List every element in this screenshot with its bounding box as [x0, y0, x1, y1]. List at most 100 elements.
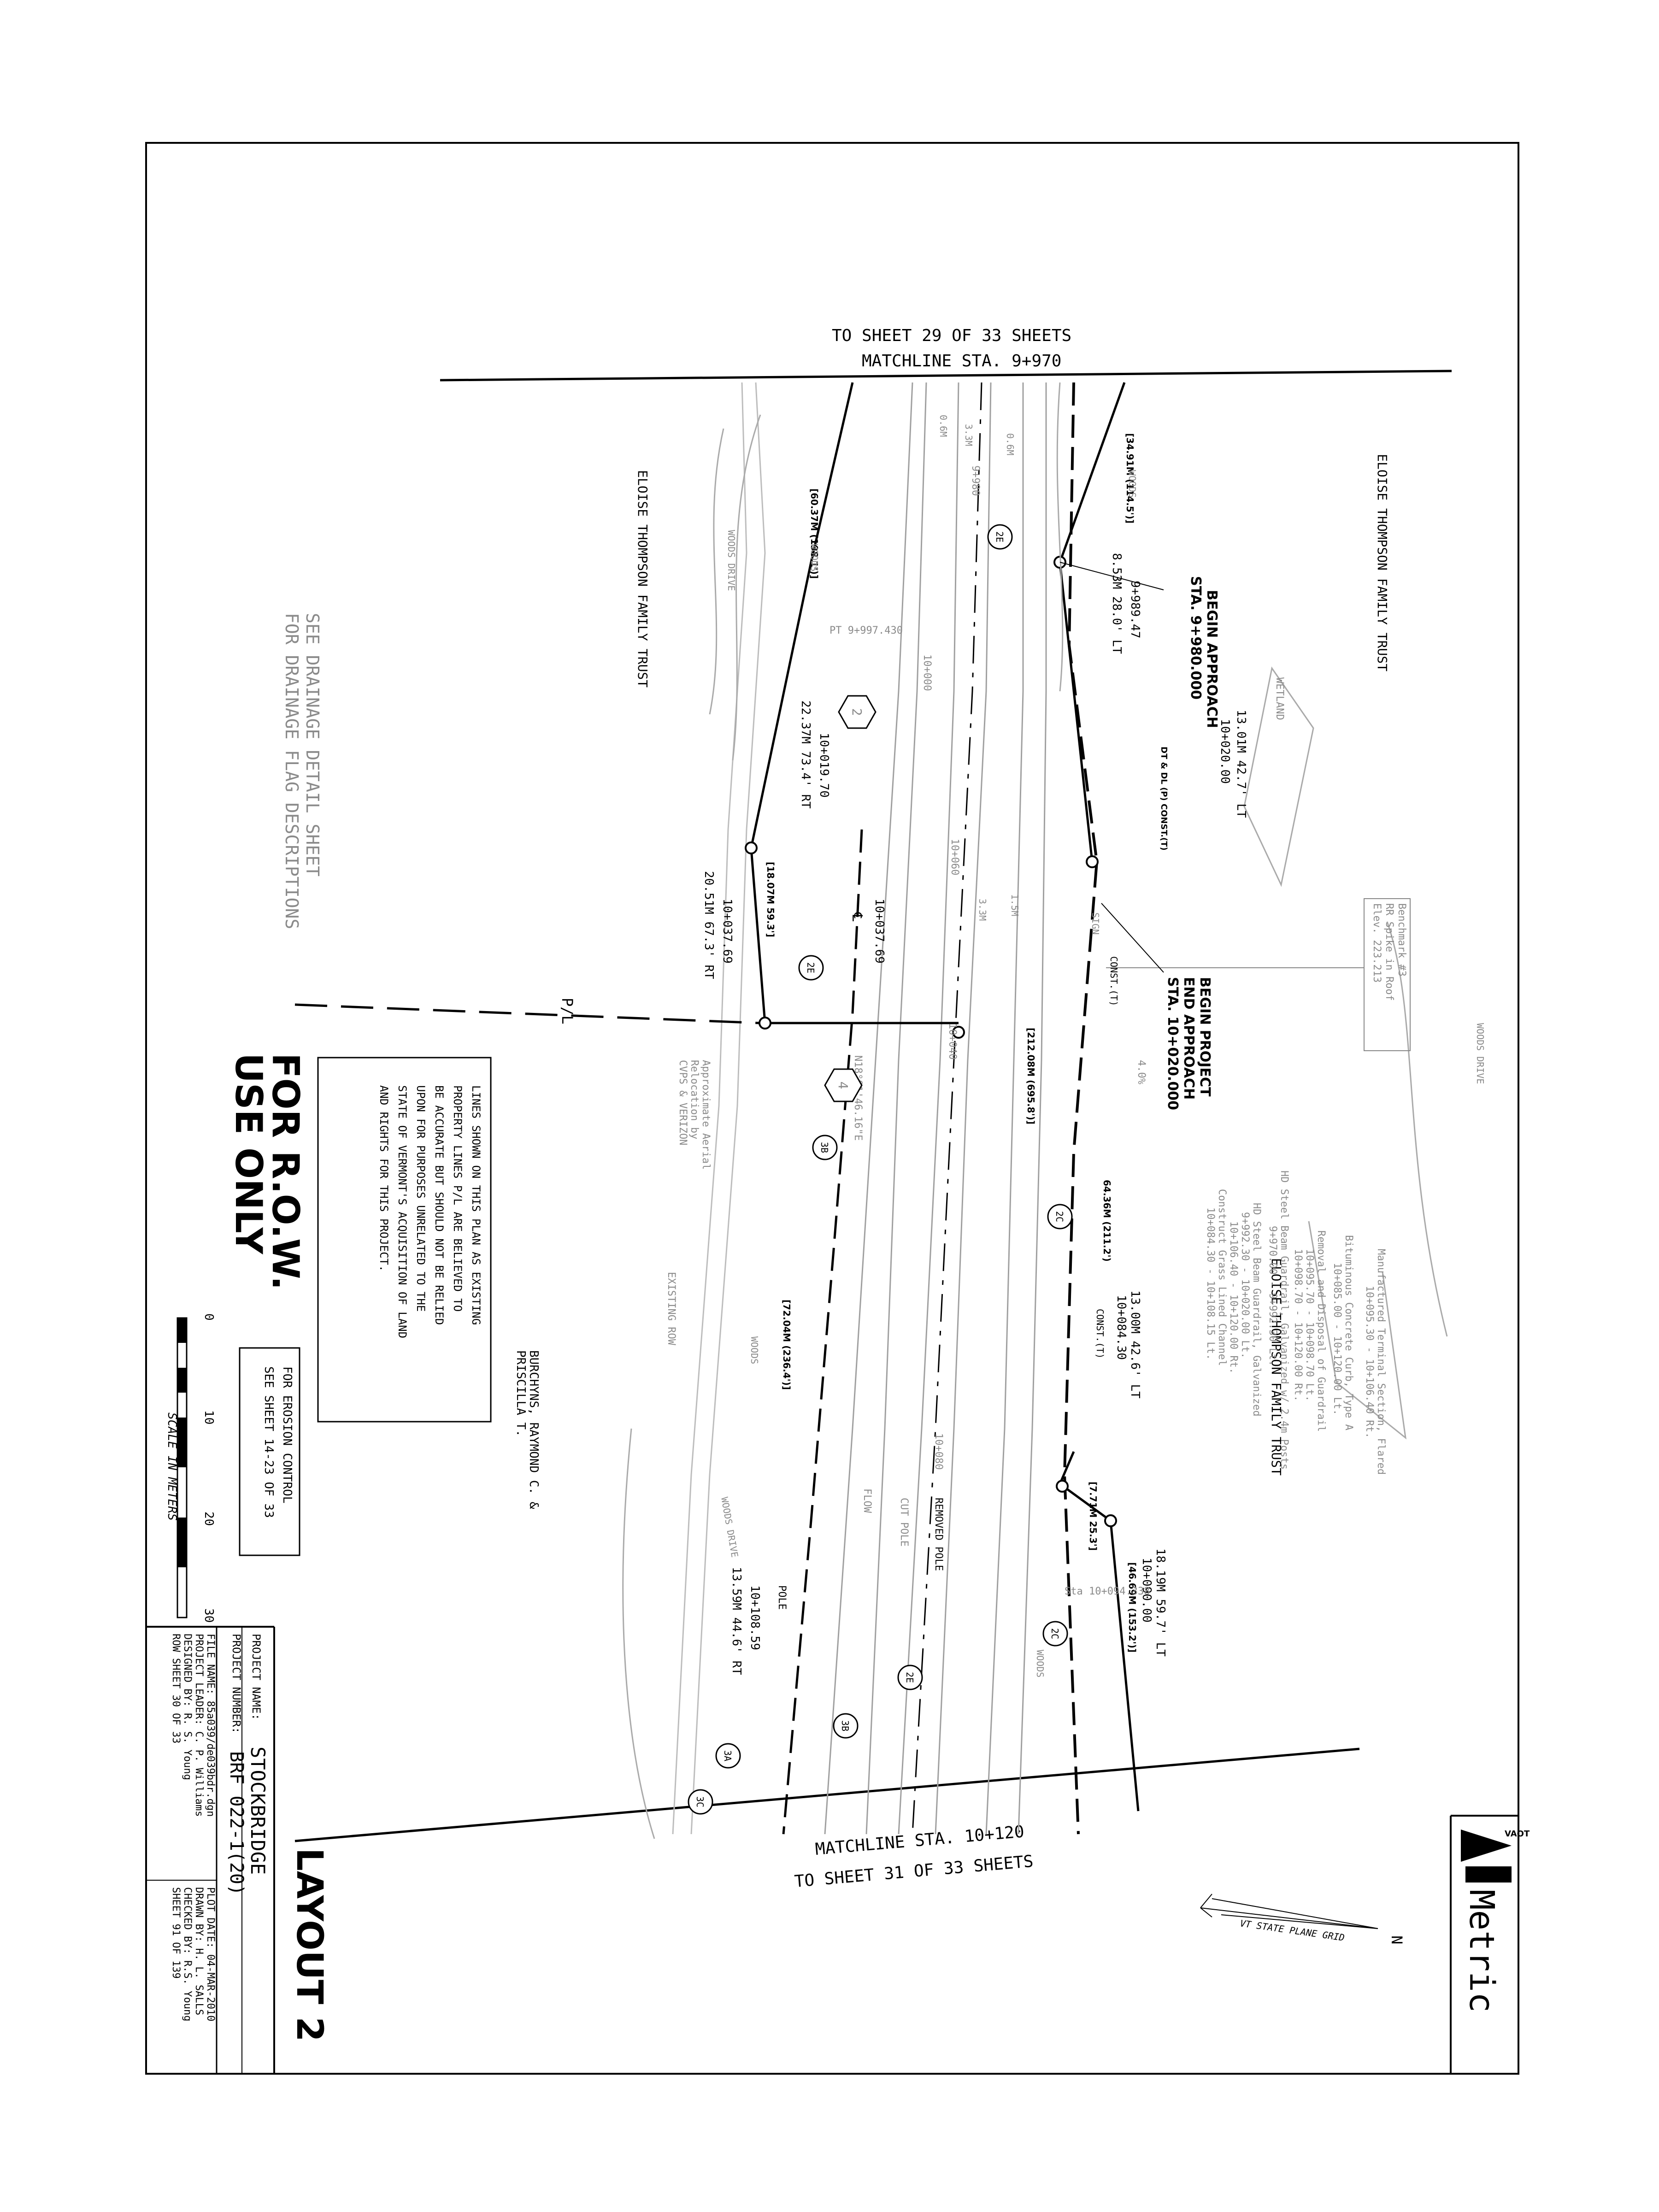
north-arrow: VT STATE PLANE GRID N — [1200, 1894, 1406, 1944]
station-label: 9+980 — [970, 465, 981, 496]
begin-project-2: END APPROACH — [1181, 977, 1197, 1100]
sheet-title: LAYOUT 2 — [288, 1848, 330, 2042]
project-name-label: PROJECT NAME: — [250, 1634, 263, 1720]
owner-west-top: ELOISE THOMPSON FAMILY TRUST — [635, 470, 650, 688]
cut-pole-label: CUT POLE — [898, 1498, 910, 1547]
flag-3b: 3B — [819, 1142, 830, 1153]
removed-pole-label: REMOVED POLE — [933, 1498, 944, 1571]
sheet-border — [145, 142, 1519, 2075]
flag-2e: 2E — [904, 1672, 915, 1683]
aerial-label: CVPS & VERIZON — [677, 1060, 688, 1145]
row-label: 13.01M 42.7' LT — [1234, 710, 1248, 818]
items-note-line: Manufactured Terminal Section, Flared — [1375, 1249, 1387, 1475]
row-label: 9+989.47 — [1128, 581, 1142, 638]
const-label: CONST.(T) — [1108, 956, 1119, 1006]
const-label: CONST.(T) — [1094, 1309, 1106, 1359]
flag-3b: 3B — [840, 1720, 851, 1731]
erosion-note-1: FOR EROSION CONTROL — [280, 1366, 294, 1503]
row-label: 10+090.00 — [1140, 1558, 1153, 1623]
items-note-line: 10+084.30 - 10+108.15 Lt. — [1205, 1207, 1216, 1360]
brand-text: Metric — [1462, 1889, 1501, 2012]
items-note-line: 10+106.40 - 10+120.00 Rt. — [1228, 1221, 1239, 1374]
aerial-label: Relocation by — [688, 1060, 700, 1139]
row-label: 10+037.69 — [720, 899, 734, 964]
drainage-flag-labels: 2E 2E 2E 2C 2C 3B 3B 3A 3C 2 4 — [694, 531, 1065, 1807]
woods-label: WOODS — [809, 544, 820, 571]
row-labels: [34.91M (114.5')] 8.53M 28.0' LT 9+989.4… — [702, 433, 1248, 1675]
flag-hex-2: 2 — [849, 708, 865, 716]
row-label: PT 9+997.430 — [830, 625, 903, 636]
pl-label: P/L — [559, 998, 576, 1024]
items-note-line: 10+085.00 - 10+120.00 Lt. — [1331, 1263, 1343, 1415]
scale-tick-30: 30 — [202, 1608, 216, 1623]
sheet-of: SHEET 91 OF 139 — [170, 1887, 182, 1979]
scale-tick-10: 10 — [202, 1410, 216, 1424]
items-note-line: 10+098.70 - 10+120.00 Rt. — [1292, 1249, 1304, 1401]
property-note-line: STATE OF VERMONT'S ACQUISITION OF LAND — [396, 1085, 409, 1338]
items-note-line: HD Steel Beam Guardrail, Galvanized — [1251, 1203, 1262, 1417]
vaot-logo-text: VAOT — [1505, 1829, 1530, 1839]
plot-date: PLOT DATE: 04-MAR-2010 — [205, 1887, 216, 2021]
scale-caption: SCALE IN METERS — [165, 1412, 179, 1521]
dim-0-6m: 0.6M — [938, 415, 949, 437]
row-label: 13.00M 42.6' LT — [1128, 1290, 1142, 1399]
drainage-flags — [688, 524, 1073, 1815]
north-letter: N — [1388, 1936, 1406, 1944]
items-note-line: Bituminous Concrete Curb, Type A — [1343, 1235, 1354, 1430]
dim-0-6m: 0.6M — [1005, 433, 1016, 455]
woods-edges — [622, 382, 1448, 1839]
items-note-line: 10+095.30 - 10+106.40 Rt. — [1364, 1286, 1375, 1438]
row-stamp-1: FOR R.O.W. — [264, 1053, 307, 1290]
property-note-line: LINES SHOWN ON THIS PLAN AS EXISTING — [470, 1085, 482, 1325]
property-note: LINES SHOWN ON THIS PLAN AS EXISTING PRO… — [317, 1057, 492, 1423]
proposed-row-line — [1063, 382, 1099, 1835]
woods-drive-label: WOODS DRIVE — [1475, 1023, 1486, 1084]
centerline — [912, 382, 982, 1835]
begin-project-1: BEGIN PROJECT — [1197, 977, 1213, 1097]
woods-drive-label: WOODS DRIVE — [726, 530, 737, 591]
wetland-label: WETLAND — [1274, 677, 1285, 720]
scale-bar: 0 10 20 30 SCALE IN METERS — [165, 1313, 216, 1623]
row-sheet: ROW SHEET 30 OF 33 — [170, 1634, 182, 1743]
flag-hex-4: 4 — [835, 1082, 851, 1089]
file-name: FILE NAME: 85a039/de039bdr.dgn — [205, 1634, 216, 1817]
dim-3-3m: 3.3M — [977, 899, 988, 921]
vaot-logo: VAOT — [1461, 1829, 1530, 1883]
row-label: 13.59M 44.6' RT — [729, 1567, 743, 1675]
proposed-row-line-west — [782, 829, 863, 1835]
matchline-top-sta: MATCHLINE STA. 9+970 — [862, 352, 1061, 371]
flag-2c: 2C — [1054, 1211, 1065, 1222]
checked-by: CHECKED BY: R.S. Young — [182, 1887, 193, 2021]
benchmark-line-1: Benchmark #3 — [1396, 903, 1407, 977]
drainage-note-2: FOR DRAINAGE FLAG DESCRIPTIONS — [282, 613, 302, 929]
drainage-note-1: SEE DRAINAGE DETAIL SHEET — [302, 613, 323, 877]
benchmark-line-3: Elev. 223.213 — [1371, 903, 1382, 982]
flag-2e: 2E — [994, 531, 1005, 542]
property-note-line: UPON FOR PURPOSES UNRELATED TO THE — [414, 1085, 427, 1312]
misc-labels: WOODS WOODS WOODS WOODS WOODS DRIVE WOOD… — [665, 415, 1486, 1677]
row-label: [34.91M (114.5')] — [1124, 433, 1135, 524]
dim-1-5m: 1.5M — [1009, 894, 1020, 916]
designed-by: DESIGNED BY: R. S. Young — [182, 1634, 193, 1780]
owner-west-bottom-2: PRISCILLA T. — [514, 1350, 528, 1437]
row-label: 10+019.70 — [817, 733, 831, 798]
sign-label: SIGN — [1090, 912, 1101, 935]
benchmark-line-2: RR Spike in Roof — [1383, 903, 1395, 1001]
project-number: BRF 022-1(20) — [226, 1751, 247, 1895]
pole-label: POLE — [776, 1585, 788, 1610]
erosion-note: FOR EROSION CONTROL SEE SHEET 14-23 OF 3… — [239, 1347, 300, 1556]
items-note-line: 10+095.70 - 10+098.70 Lt. — [1304, 1249, 1315, 1401]
flag-3a: 3A — [722, 1750, 733, 1761]
centerline-symbol: ℄ — [849, 912, 865, 922]
station-label: 10+000 — [921, 654, 933, 691]
row-label: 8.53M 28.0' LT — [1110, 553, 1124, 654]
drawn-by: DRAWN BY: H. L. SALLS — [193, 1887, 205, 2015]
scale-tick-20: 20 — [202, 1512, 216, 1526]
row-label: 20.51M 67.3' RT — [702, 871, 716, 979]
row-label: [60.37M (198.1')] — [809, 488, 820, 579]
station-label: 10+040 — [947, 1023, 958, 1059]
row-label: 18.19M 59.7' LT — [1153, 1548, 1167, 1657]
flow-label: FLOW — [861, 1488, 873, 1513]
row-label: [18.07M 59.3'] — [765, 862, 776, 937]
begin-approach-1: BEGIN APPROACH — [1204, 590, 1220, 728]
